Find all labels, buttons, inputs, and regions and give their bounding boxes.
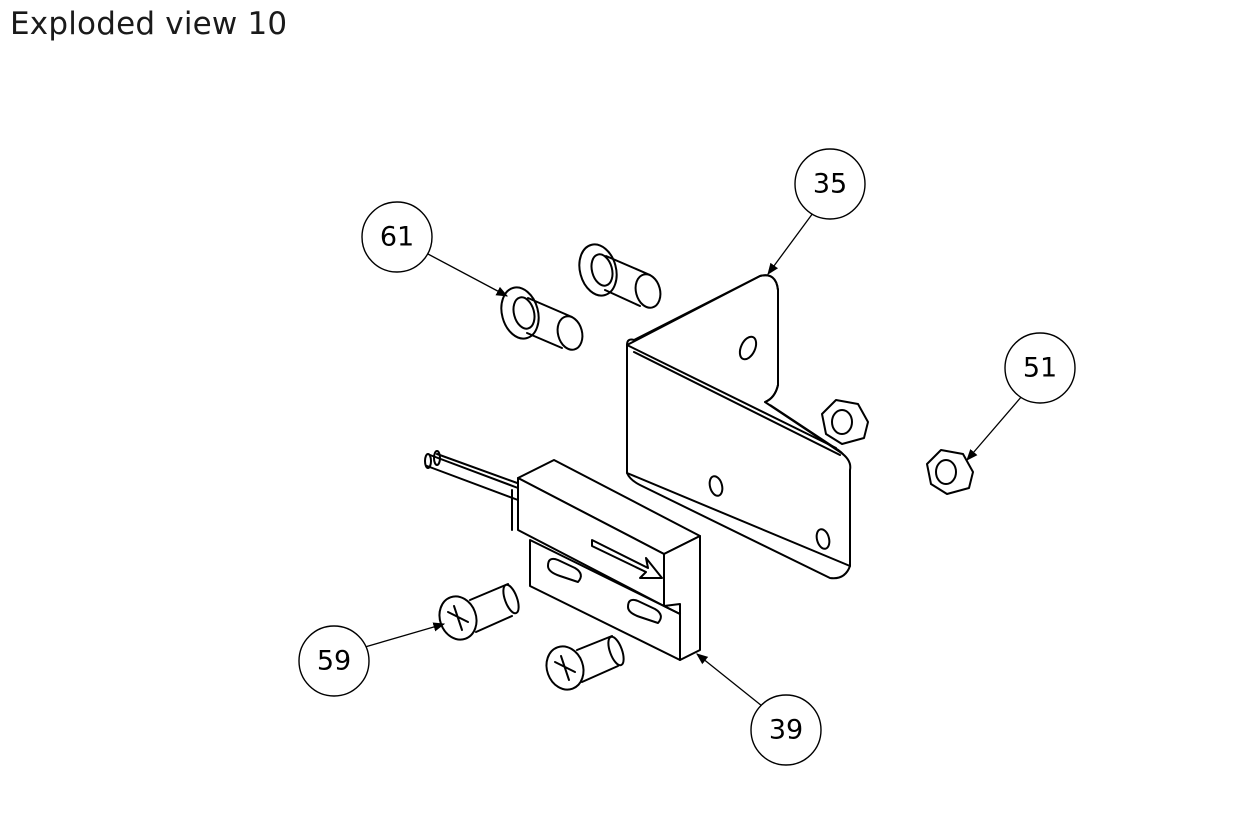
leader-61	[427, 253, 509, 297]
balloon-59-label: 59	[317, 646, 351, 677]
balloon-39-label: 39	[769, 715, 803, 746]
balloon-39: 39	[750, 694, 822, 766]
bracket-part-35	[626, 274, 852, 580]
leader-39	[696, 653, 763, 707]
drawing-title: Exploded view 10	[10, 6, 288, 42]
screw-part-59	[438, 583, 520, 641]
pin-part-61	[500, 286, 584, 351]
balloon-61: 61	[361, 201, 433, 273]
sensor-part-39	[424, 450, 701, 661]
balloon-61-label: 61	[380, 222, 414, 253]
balloon-59: 59	[298, 625, 370, 697]
balloon-51-label: 51	[1023, 353, 1057, 384]
balloon-35-label: 35	[813, 169, 847, 200]
leader-59	[364, 622, 446, 648]
screw-part-59-second	[545, 635, 625, 691]
balloon-35: 35	[794, 148, 866, 220]
nut-part-51	[821, 399, 974, 495]
leader-35	[767, 212, 814, 275]
pin-part-61-second	[578, 243, 662, 309]
balloon-51: 51	[1004, 332, 1076, 404]
leader-51	[966, 395, 1023, 461]
